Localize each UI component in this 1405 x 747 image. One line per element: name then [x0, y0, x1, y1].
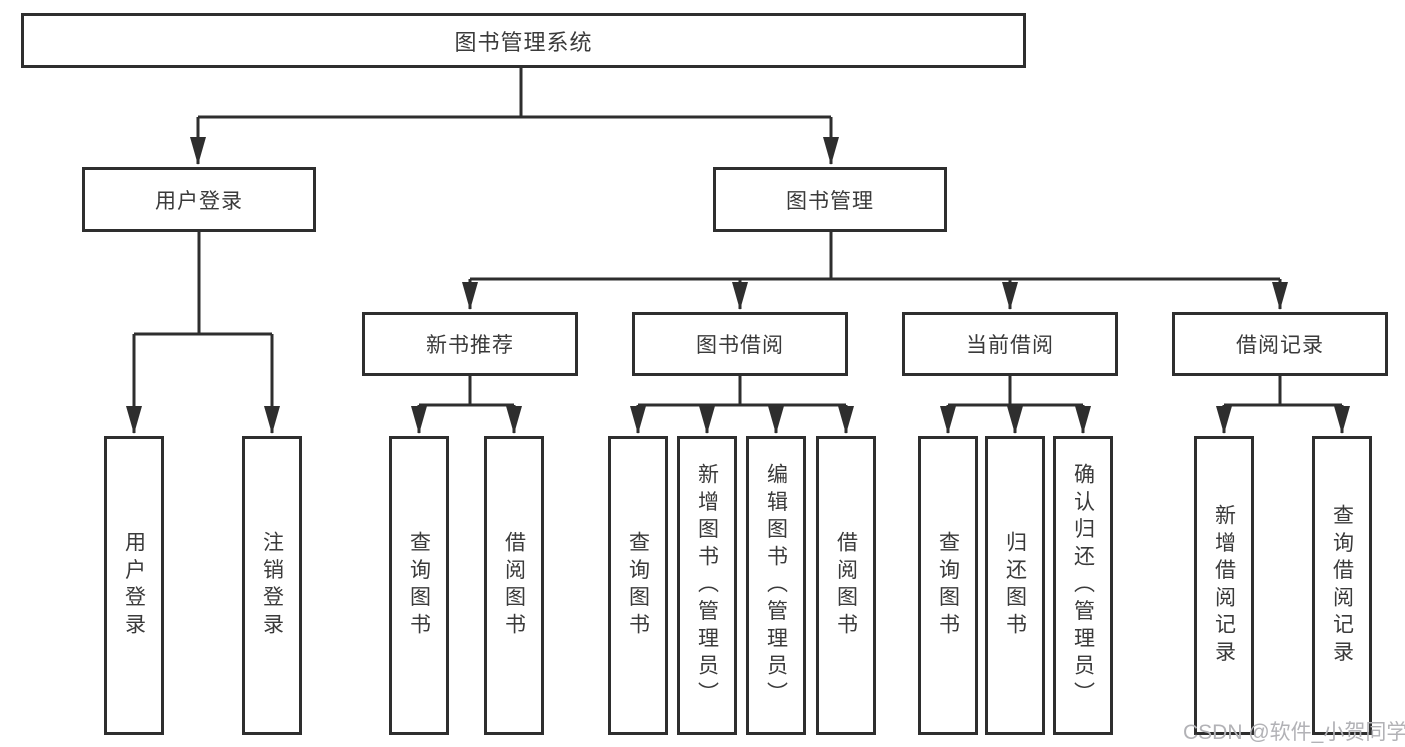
leaf-user-login: 用户登录 — [104, 436, 164, 735]
leaf-borrow-add-books-admin: 新增图书（管理员） — [677, 436, 737, 735]
leaf-current-query-books: 查询图书 — [918, 436, 978, 735]
leaf-borrow-borrow-books: 借阅图书 — [816, 436, 876, 735]
node-library-system: 图书管理系统 — [21, 13, 1026, 68]
leaf-records-query-record-label: 查询借阅记录 — [1330, 503, 1354, 668]
leaf-current-confirm-return-admin-label: 确认归还（管理员） — [1071, 462, 1095, 709]
connector-book-borrow — [638, 376, 846, 407]
leaf-current-return-books-label: 归还图书 — [1003, 530, 1027, 641]
node-current-borrow: 当前借阅 — [902, 312, 1118, 376]
leaf-newbook-borrow-books-label: 借阅图书 — [502, 530, 526, 641]
connector-book-mgmt — [470, 232, 1280, 281]
csdn-watermark: CSDN @软件_小贺同学 — [1183, 721, 1405, 744]
node-borrow-records: 借阅记录 — [1172, 312, 1388, 376]
leaf-current-return-books: 归还图书 — [985, 436, 1045, 735]
leaf-current-query-books-label: 查询图书 — [936, 530, 960, 641]
leaf-newbook-query-books: 查询图书 — [389, 436, 449, 735]
connector-user-login — [134, 232, 272, 336]
leaf-borrow-edit-books-admin-label: 编辑图书（管理员） — [764, 462, 788, 709]
connector-new-book-rec — [419, 376, 514, 407]
leaf-current-confirm-return-admin: 确认归还（管理员） — [1053, 436, 1113, 735]
leaf-records-add-record-label: 新增借阅记录 — [1212, 503, 1236, 668]
leaf-user-login-label: 用户登录 — [122, 530, 146, 641]
leaf-newbook-query-books-label: 查询图书 — [407, 530, 431, 641]
node-user-login: 用户登录 — [82, 167, 316, 232]
leaf-logout-label: 注销登录 — [260, 530, 284, 641]
node-book-borrow: 图书借阅 — [632, 312, 848, 376]
leaf-logout: 注销登录 — [242, 436, 302, 735]
leaf-borrow-borrow-books-label: 借阅图书 — [834, 530, 858, 641]
leaf-borrow-add-books-admin-label: 新增图书（管理员） — [695, 462, 719, 709]
leaf-borrow-query-books-label: 查询图书 — [626, 530, 650, 641]
leaf-newbook-borrow-books: 借阅图书 — [484, 436, 544, 735]
connector-current-borrow — [948, 376, 1083, 407]
connector-root — [198, 68, 831, 119]
leaf-borrow-query-books: 查询图书 — [608, 436, 668, 735]
leaf-records-add-record: 新增借阅记录 — [1194, 436, 1254, 735]
node-book-management: 图书管理 — [713, 167, 947, 232]
leaf-borrow-edit-books-admin: 编辑图书（管理员） — [746, 436, 806, 735]
leaf-records-query-record: 查询借阅记录 — [1312, 436, 1372, 735]
node-new-book-recommend: 新书推荐 — [362, 312, 578, 376]
connector-borrow-records — [1224, 376, 1342, 407]
